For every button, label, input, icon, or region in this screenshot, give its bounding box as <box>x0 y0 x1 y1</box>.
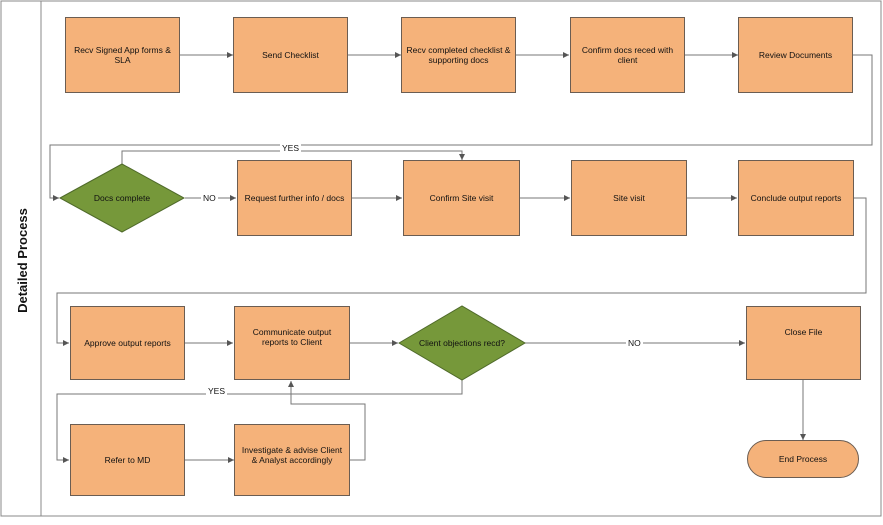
docs-yes-label: YES <box>280 143 302 153</box>
recv-completed-checklist-step: Recv completed checklist & supporting do… <box>401 17 516 93</box>
objections-no-label: NO <box>626 338 643 348</box>
communicate-output-reports-step: Communicate output reports to Client <box>234 306 350 380</box>
decision-docs-complete <box>58 163 186 233</box>
client-objections-label: Client objections recd? <box>419 338 505 348</box>
edge-conclude-to-approve <box>56 197 867 346</box>
refer-to-md-step: Refer to MD <box>70 424 185 496</box>
end-process-terminator: End Process <box>747 440 859 478</box>
edge-investigate-to-communicate <box>288 381 366 461</box>
review-documents-step: Review Documents <box>738 17 853 93</box>
recv-signed-forms-step: Recv Signed App forms & SLA <box>65 17 180 93</box>
edge-objections-yes <box>56 380 463 463</box>
confirm-site-visit-step: Confirm Site visit <box>403 160 520 236</box>
lane-title: Detailed Process <box>14 207 30 313</box>
docs-complete-label: Docs complete <box>93 193 151 203</box>
request-further-info-step: Request further info / docs <box>237 160 352 236</box>
investigate-advise-step: Investigate & advise Client & Analyst ac… <box>234 424 350 496</box>
site-visit-step: Site visit <box>571 160 687 236</box>
conclude-output-reports-step: Conclude output reports <box>738 160 854 236</box>
decision-client-objections <box>398 305 526 381</box>
confirm-docs-step: Confirm docs reced with client <box>570 17 685 93</box>
send-checklist-step: Send Checklist <box>233 17 348 93</box>
approve-output-reports-step: Approve output reports <box>70 306 185 380</box>
close-file-step: Close File <box>746 306 861 380</box>
objections-yes-label: YES <box>206 386 228 396</box>
edge-review-to-docs-complete <box>49 54 873 201</box>
docs-no-label: NO <box>201 193 218 203</box>
